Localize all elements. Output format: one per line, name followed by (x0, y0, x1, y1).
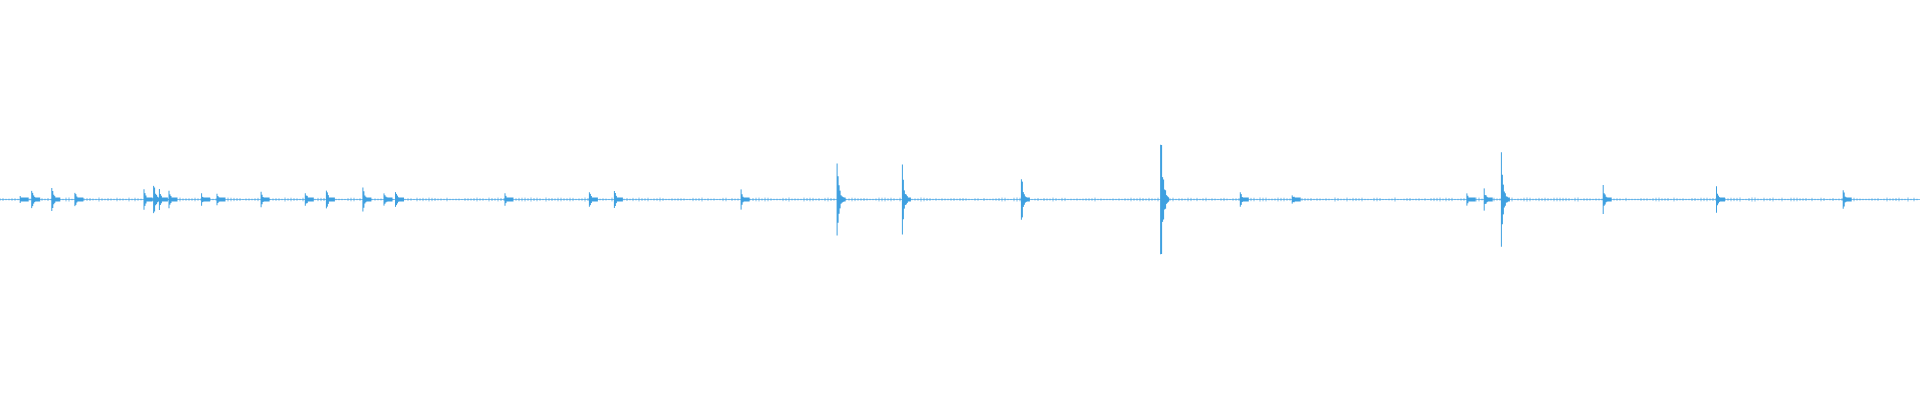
waveform-peak (1500, 152, 1510, 247)
waveform-peaks (0, 144, 1918, 255)
waveform-peak (158, 189, 168, 210)
waveform-peak (216, 193, 226, 206)
waveform-peak (74, 192, 84, 207)
waveform-peak (504, 193, 514, 206)
waveform-peak (201, 193, 211, 206)
waveform-peak (1291, 195, 1301, 204)
waveform-peak (836, 163, 846, 236)
waveform-peak (362, 187, 372, 212)
waveform-peak (1160, 144, 1170, 255)
waveform-peak (588, 192, 598, 207)
waveform-peak (304, 193, 314, 206)
waveform-peak (740, 189, 750, 210)
waveform-peak (1239, 192, 1249, 207)
waveform-peak (901, 164, 911, 235)
waveform-peak (143, 189, 153, 210)
waveform-peak (613, 191, 623, 208)
waveform-peak (51, 188, 61, 211)
waveform-peak (31, 190, 41, 209)
waveform-peak (383, 193, 393, 206)
waveform-peak (168, 190, 178, 209)
waveform-peak (395, 192, 404, 207)
waveform-peak (1602, 185, 1612, 214)
waveform-peak (1466, 193, 1476, 206)
waveform-peak (1020, 179, 1030, 220)
waveform-peak (19, 196, 29, 203)
waveform-peak (325, 190, 335, 209)
waveform-peak (1483, 188, 1493, 211)
waveform-peak (260, 191, 270, 208)
waveform-peak (1842, 190, 1852, 209)
waveform-peak (1716, 186, 1725, 213)
